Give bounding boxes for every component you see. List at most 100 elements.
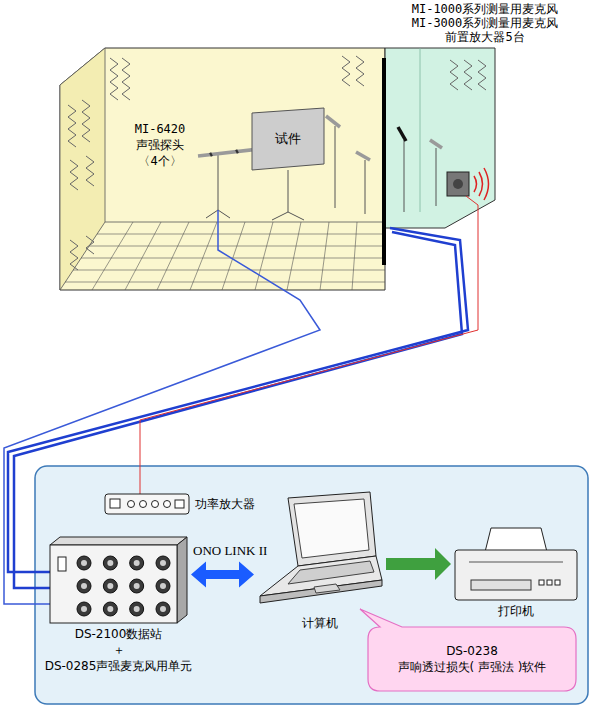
callout-text: DS-0238 <box>398 643 547 659</box>
station-switch <box>58 557 66 571</box>
amp-socket <box>175 500 184 508</box>
node-text-group: 试件 <box>275 131 301 147</box>
station-front <box>50 545 177 623</box>
receiving-room-part <box>478 60 486 90</box>
device-label: DS-0285声强麦克风用单元 <box>45 658 193 674</box>
loudspeaker-part <box>474 176 477 192</box>
laptop-computer-icon <box>258 492 382 612</box>
bnc-core <box>134 583 140 589</box>
microphones-part <box>404 140 405 212</box>
edge-label: ONO LINK II <box>193 543 267 558</box>
bnc-core <box>81 583 87 589</box>
model-note: 前置放大器5台 <box>445 30 524 44</box>
laptop-base <box>260 556 382 596</box>
model-note: MI-3000系列测量用麦克风 <box>412 16 559 30</box>
printer-body <box>455 550 577 600</box>
amp-body <box>105 494 189 514</box>
floor-grid-part <box>352 222 357 290</box>
laptop-lid <box>288 492 376 566</box>
floor-grid-part <box>320 222 329 290</box>
laptop-computer: 计算机 <box>258 492 382 612</box>
panel-label: 试件 <box>275 131 301 147</box>
laptop-touchpad <box>314 584 340 593</box>
bnc-connector <box>77 556 91 570</box>
bnc-connector <box>130 602 144 616</box>
signal-cables-part <box>8 228 468 572</box>
printer-button <box>547 580 552 585</box>
printer-paper <box>485 528 547 552</box>
printer-button <box>539 580 544 585</box>
loudspeaker-part <box>479 172 483 196</box>
probe-note: 声强探头 <box>136 138 184 152</box>
bnc-connector <box>130 556 144 570</box>
printer-tray <box>471 580 531 590</box>
printer-icon <box>455 528 577 600</box>
intensity-probe-part <box>206 210 218 218</box>
control-panel-ground <box>35 466 588 704</box>
floor-grid-part <box>157 222 189 290</box>
microphones-part <box>335 126 336 208</box>
floor-grid-part <box>287 222 301 290</box>
microphones-part <box>436 148 437 206</box>
node-text-group: 打印机 <box>498 603 534 619</box>
intensity-probe-part <box>210 154 212 155</box>
microphones-part <box>326 116 340 127</box>
model-note: MI-1000系列测量用麦克风 <box>412 2 559 16</box>
bnc-core <box>81 560 87 566</box>
receiving-room-part <box>420 48 421 212</box>
callout-outline <box>360 609 576 691</box>
device-label: 打印机 <box>498 603 534 619</box>
link-arrow <box>386 548 451 580</box>
bnc-connector <box>103 602 117 616</box>
bnc-connector <box>156 602 170 616</box>
loudspeaker-part <box>484 168 489 200</box>
loudspeaker-part <box>447 172 469 196</box>
callout-text: 声响透过损失( 声强法 )软件 <box>398 659 547 675</box>
station-top <box>50 537 187 545</box>
bnc-connector <box>103 556 117 570</box>
floor-grid-part <box>255 222 273 290</box>
amp-display <box>110 499 120 508</box>
microphones <box>326 116 442 214</box>
bnc-connector <box>156 556 170 570</box>
absorbing-wedges-part <box>110 58 118 100</box>
microphones-part <box>430 140 442 148</box>
node-text-group: 计算机 <box>302 615 338 631</box>
loudspeaker-part <box>453 179 463 189</box>
bnc-core <box>134 606 140 612</box>
bnc-connector <box>77 602 91 616</box>
signal-cables-part <box>14 232 462 588</box>
probe-note: 〈4个〉 <box>138 154 181 168</box>
bnc-core <box>107 606 113 612</box>
amp-knob <box>140 501 147 508</box>
amp-knob <box>152 501 159 508</box>
device-label: 功率放大器 <box>195 496 255 512</box>
panel-stand <box>272 170 304 220</box>
laptop-keyboard <box>288 561 374 584</box>
station-side <box>177 537 187 623</box>
intensity-probe-part <box>236 151 238 152</box>
signal-cables-part <box>140 196 478 494</box>
floor-grid <box>65 222 385 290</box>
absorbing-wedges-part <box>70 240 78 270</box>
bnc-core <box>160 560 166 566</box>
bnc-connector <box>130 579 144 593</box>
node-text-group: DS-0238声响透过损失( 声强法 )软件 <box>398 643 547 675</box>
data-station-icon <box>50 537 187 623</box>
intensity-probe-part <box>218 210 230 218</box>
floor-grid-part <box>92 222 133 290</box>
receiving-room-part <box>385 48 495 228</box>
software-callout: DS-0238声响透过损失( 声强法 )软件 <box>368 627 576 691</box>
bnc-core <box>160 606 166 612</box>
test-piece-panel: 试件 <box>252 108 324 170</box>
node-text-group: DS-2100数据站＋DS-0285声强麦克风用单元 <box>45 626 193 674</box>
bnc-connector <box>103 579 117 593</box>
bnc-core <box>160 583 166 589</box>
laptop-screen <box>294 499 369 558</box>
device-label: ＋ <box>45 642 193 658</box>
bnc-connector <box>156 579 170 593</box>
probe-note: MI-6420 <box>135 122 186 136</box>
absorbing-wedges-part <box>342 56 350 86</box>
printer-button <box>555 580 560 585</box>
panel-stand-part <box>288 170 289 212</box>
